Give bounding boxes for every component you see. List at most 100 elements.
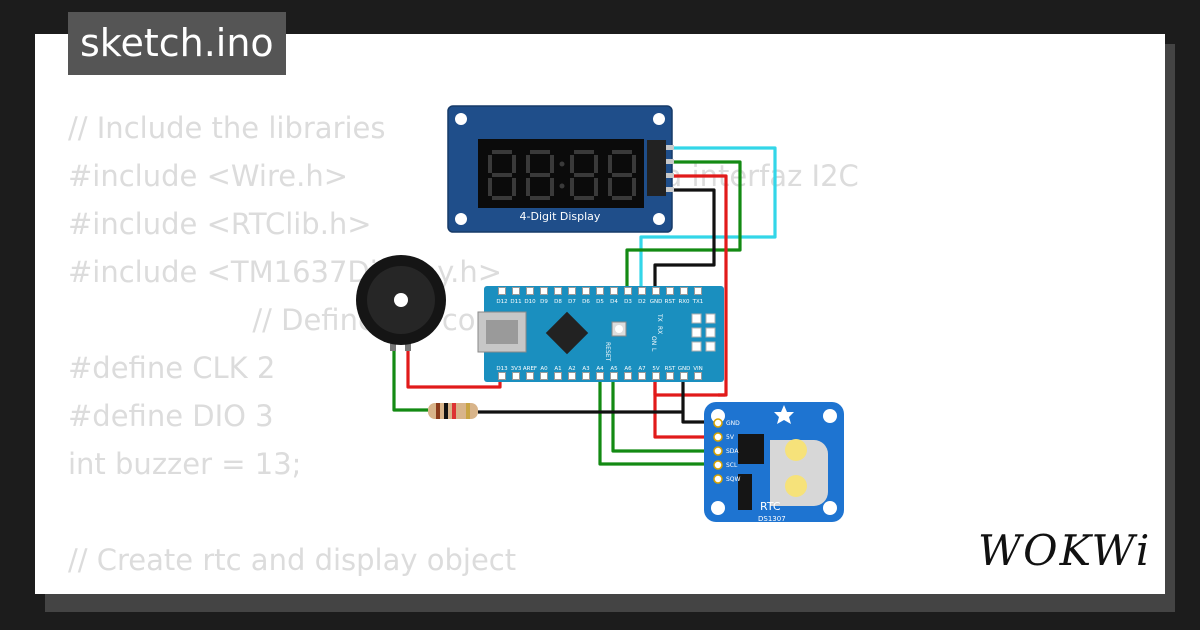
nano-top-pin-label: D8 [554,299,562,305]
rtc-chip-label: DS1307 [758,515,786,523]
nano-bottom-pin[interactable] [610,372,618,380]
nano-bottom-pin-label: 5V [652,366,659,372]
wire-green-sda [611,372,716,453]
nano-bottom-pin[interactable] [498,372,506,380]
nano-bottom-pin-label: A3 [582,366,590,372]
nano-bottom-pin-label: D13 [496,366,508,372]
nano-top-pin-label: D7 [568,299,576,305]
nano-bottom-pin[interactable] [512,372,520,380]
wire-green-scl [598,372,716,466]
nano-bottom-pin-label: A4 [596,366,604,372]
nano-top-pin[interactable] [652,287,660,295]
nano-top-pin-label: D9 [540,299,548,305]
seven-segment-digits [488,150,636,200]
wokwi-logo: WOKWi [978,526,1152,575]
nano-top-pin[interactable] [680,287,688,295]
nano-bottom-pin[interactable] [666,372,674,380]
rtc-pin[interactable] [713,418,723,428]
nano-bottom-pin[interactable] [652,372,660,380]
rtc-pin-label: SDA [726,448,739,455]
nano-reset-label: RESET [604,342,611,362]
wire-green-buzzer-res [392,348,428,412]
rtc-pin-label: SCL [726,462,738,469]
nano-bottom-pin-label: VIN [693,366,703,372]
nano-top-pin-label: GND [650,299,663,305]
nano-top-pin[interactable] [610,287,618,295]
rtc-pin-label: SQW [726,476,741,483]
code-line-4: #include <TM1637Display.h> [68,255,503,289]
nano-top-pin-label: D5 [596,299,604,305]
nano-top-pin[interactable] [554,287,562,295]
nano-bottom-pin[interactable] [624,372,632,380]
nano-top-pin-label: D4 [610,299,618,305]
rtc-pin[interactable] [713,460,723,470]
resistor[interactable] [428,403,478,419]
rtc-pin-label: 5V [726,434,735,441]
nano-bottom-pin[interactable] [526,372,534,380]
nano-top-pin[interactable] [624,287,632,295]
display-module[interactable]: 4-Digit Display [447,105,674,233]
nano-top-pin-label: D2 [638,299,646,305]
rtc-pin[interactable] [713,446,723,456]
wire-green-clk [625,160,742,296]
nano-top-pin[interactable] [638,287,646,295]
nano-bottom-pin[interactable] [582,372,590,380]
nano-top-pin-label: RST [665,299,676,305]
code-line-6: #define CLK 2 [68,351,276,385]
filename-tab[interactable]: sketch.ino [68,12,286,75]
nano-bottom-pin[interactable] [554,372,562,380]
nano-bottom-pin-label: A6 [624,366,632,372]
rtc-pin[interactable] [713,432,723,442]
nano-top-pin[interactable] [540,287,548,295]
nano-top-pin[interactable] [526,287,534,295]
nano-top-pin-label: RX0 [678,299,690,305]
code-line-7: #define DIO 3 [68,399,274,433]
code-line-3: #include <RTClib.h> [68,207,372,241]
nano-top-pin-label: D12 [496,299,507,305]
nano-bottom-pin-label: A1 [554,366,561,372]
nano-top-pin[interactable] [666,287,674,295]
star-icon [774,405,794,424]
nano-bottom-pin[interactable] [540,372,548,380]
nano-bottom-pin-label: 3V3 [511,366,522,372]
nano-bottom-pin-label: A5 [610,366,618,372]
nano-top-pin[interactable] [596,287,604,295]
nano-rx-label: RX [656,326,663,334]
nano-top-pin-label: D6 [582,299,590,305]
nano-on-label: ON [650,336,657,345]
nano-top-pin-label: TX1 [692,299,704,305]
nano-l-label: L [650,348,657,352]
nano-bottom-pin-label: GND [678,366,691,372]
nano-bottom-pin[interactable] [680,372,688,380]
code-line-8: int buzzer = 13; [68,447,302,481]
nano-bottom-pin[interactable] [638,372,646,380]
nano-bottom-pin-label: A7 [638,366,646,372]
nano-top-pin[interactable] [512,287,520,295]
nano-top-pin-label: D10 [524,299,536,305]
rtc-pin[interactable] [713,474,723,484]
nano-bottom-pin[interactable] [694,372,702,380]
display-label: 4-Digit Display [520,210,601,223]
code-line-1: // Include the libraries [68,111,386,145]
nano-bottom-pin[interactable] [568,372,576,380]
nano-tx-label: TX [656,313,663,322]
wires [392,146,777,466]
nano-top-pin[interactable] [582,287,590,295]
nano-bottom-pin-label: A0 [540,366,548,372]
wire-black-display [653,188,716,296]
nano-top-pin[interactable] [498,287,506,295]
rtc-label: RTC [760,500,781,513]
nano-top-pin[interactable] [568,287,576,295]
nano-top-pin[interactable] [694,287,702,295]
code-line-11: RTC_DS1307 rtc; // crea objeto del tipo … [68,584,905,594]
nano-bottom-pin[interactable] [596,372,604,380]
buzzer[interactable] [356,255,446,351]
nano-top-pin-label: D3 [624,299,632,305]
code-line-10: // Create rtc and display object [68,543,517,577]
wire-cyan [639,146,777,296]
